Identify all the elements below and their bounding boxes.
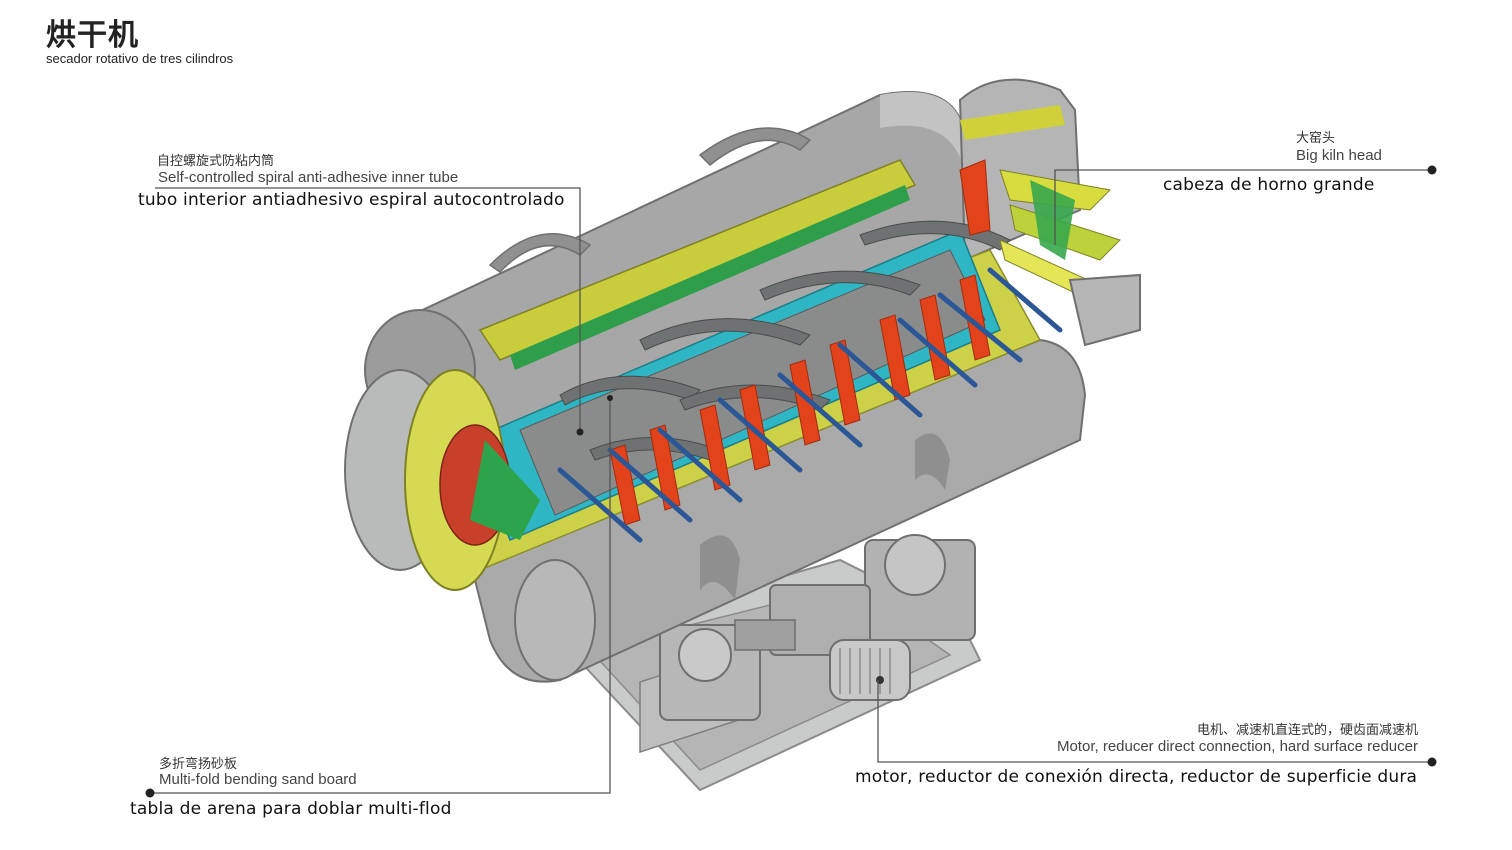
inner-tube-target-dot xyxy=(576,428,584,436)
leader-lines xyxy=(150,169,1432,794)
motor-reducer-assembly xyxy=(659,534,976,721)
inner-tube-label-zh: 自控螺旋式防粘内筒 xyxy=(157,153,275,168)
kiln-head-fins xyxy=(999,169,1141,347)
red-flights xyxy=(609,159,991,526)
motor-dot xyxy=(1427,757,1437,767)
blue-blades xyxy=(557,267,1063,543)
leader-dots xyxy=(145,165,1437,798)
sand-board-dot xyxy=(145,788,155,798)
kiln-head-leader xyxy=(1054,169,1432,245)
inner-tube-label-en: Self-controlled spiral anti-adhesive inn… xyxy=(158,169,459,186)
kiln-head-label-es: cabeza de horno grande xyxy=(1163,175,1375,195)
sand-board-leader xyxy=(150,400,611,794)
page-title: 烘干机 xyxy=(46,18,139,53)
sand-board-label-en: Multi-fold bending sand board xyxy=(159,771,357,788)
motor-label-en: Motor, reducer direct connection, hard s… xyxy=(1056,738,1418,755)
page-subtitle: secador rotativo de tres cilindros xyxy=(46,51,234,66)
inner-tube-leader xyxy=(155,187,581,430)
kiln-head-label-en: Big kiln head xyxy=(1296,147,1382,164)
kiln-head-dot xyxy=(1427,165,1437,175)
sand-board-label-es: tabla de arena para doblar multi-flod xyxy=(130,799,452,819)
inner-tube-label-es: tubo interior antiadhesivo espiral autoc… xyxy=(138,190,565,210)
motor-label-es: motor, reductor de conexión directa, red… xyxy=(855,767,1418,787)
motor-label-zh: 电机、减速机直连式的，硬齿面减速机 xyxy=(1196,722,1418,737)
sand-board-label-zh: 多折弯扬砂板 xyxy=(159,756,238,771)
sand-board-target-dot xyxy=(607,395,613,401)
motor-leader xyxy=(877,680,1432,763)
kiln-head-label-zh: 大窑头 xyxy=(1296,130,1336,145)
